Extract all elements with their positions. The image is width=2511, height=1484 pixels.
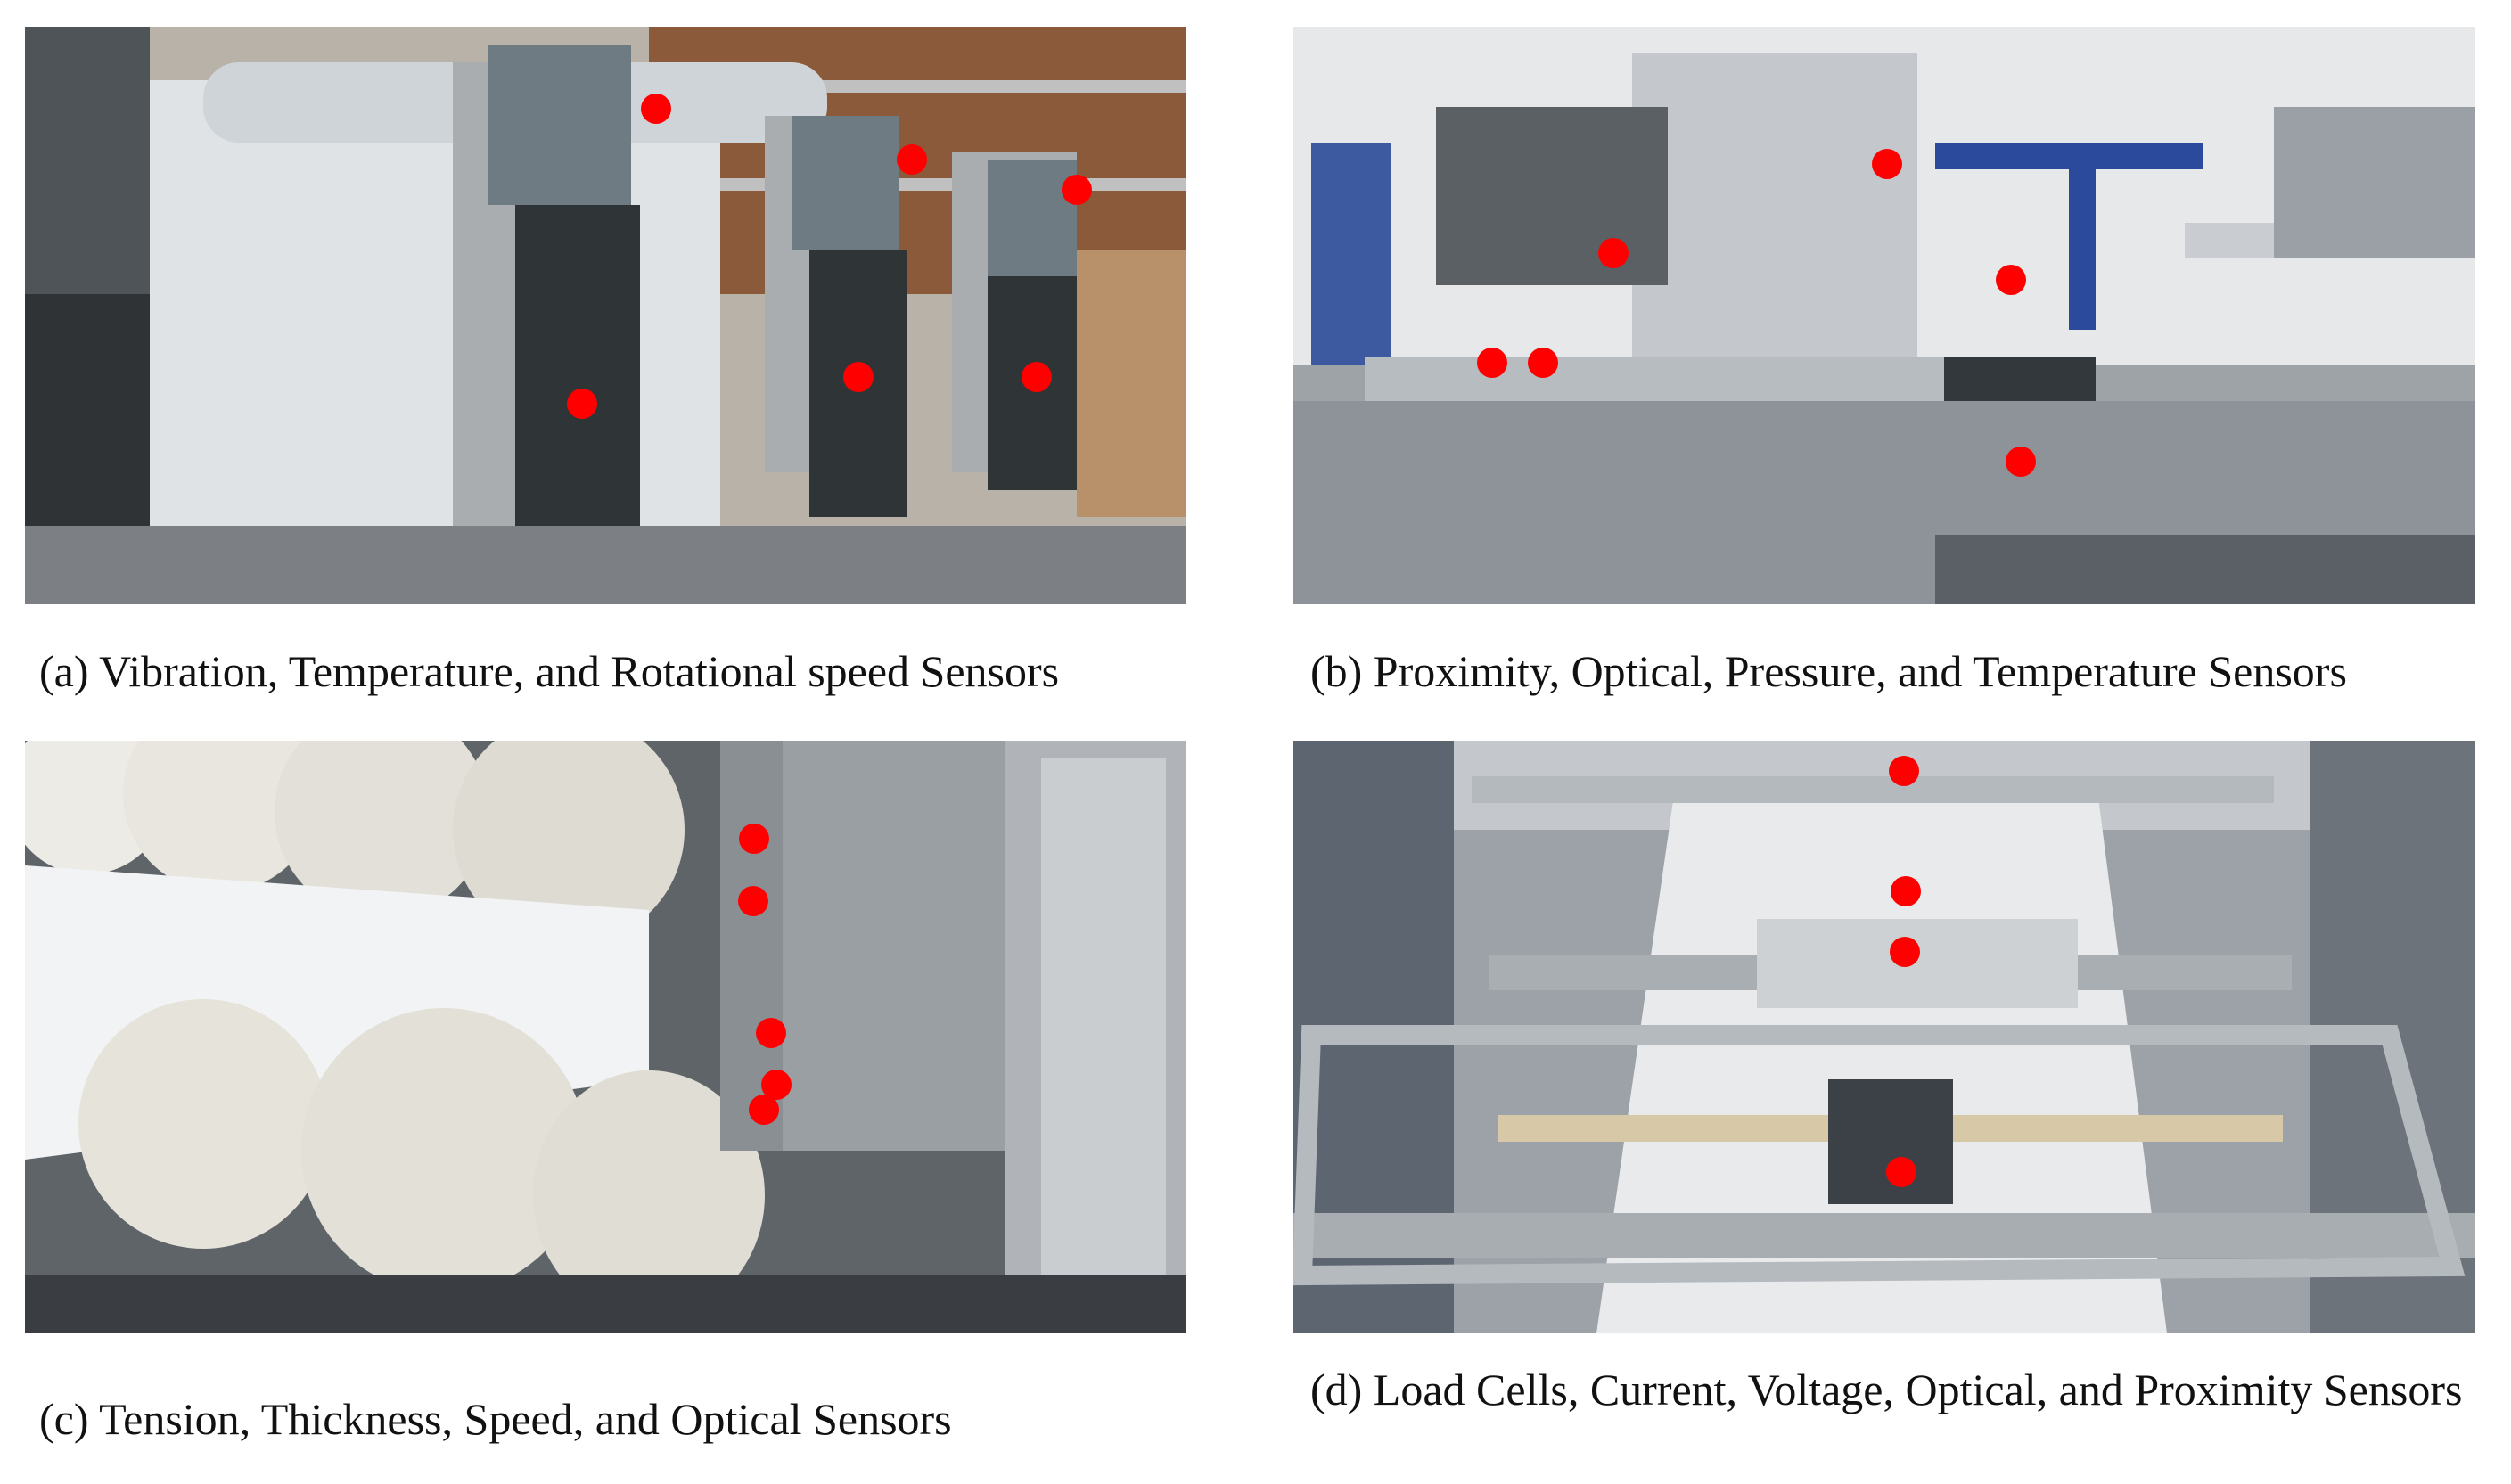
photo-d-image: [1293, 741, 2475, 1333]
sensor-marker: [739, 824, 769, 854]
photo-panel-b: [1293, 27, 2475, 604]
sensor-marker: [641, 94, 671, 124]
sensor-marker: [1022, 362, 1052, 392]
photo-panel-c: [25, 741, 1186, 1333]
sensor-marker: [1062, 175, 1092, 205]
sensor-marker: [738, 886, 768, 916]
caption-c: (c) Tension, Thickness, Speed, and Optic…: [39, 1394, 952, 1444]
sensor-marker: [1886, 1157, 1916, 1187]
sensor-marker: [1890, 937, 1920, 967]
sensor-marker: [843, 362, 874, 392]
sensor-marker: [749, 1095, 779, 1125]
sensor-marker: [567, 389, 597, 419]
sensor-marker: [1872, 149, 1902, 179]
sensor-marker: [1528, 348, 1558, 378]
sensor-marker: [897, 144, 927, 175]
caption-a: (a) Vibration, Temperature, and Rotation…: [39, 646, 1060, 696]
photo-panel-d: [1293, 741, 2475, 1333]
photo-a-image: [25, 27, 1186, 604]
sensor-marker: [756, 1018, 786, 1048]
photo-c-image: [25, 741, 1186, 1333]
sensor-marker: [1889, 756, 1919, 786]
photo-panel-a: [25, 27, 1186, 604]
photo-b-image: [1293, 27, 2475, 604]
caption-b: (b) Proximity, Optical, Pressure, and Te…: [1310, 646, 2347, 696]
sensor-marker: [1477, 348, 1507, 378]
caption-d: (d) Load Cells, Current, Voltage, Optica…: [1310, 1365, 2463, 1414]
sensor-marker: [1891, 876, 1921, 906]
sensor-marker: [1996, 265, 2026, 295]
sensor-marker: [1598, 238, 1629, 268]
sensor-marker: [2006, 447, 2036, 477]
